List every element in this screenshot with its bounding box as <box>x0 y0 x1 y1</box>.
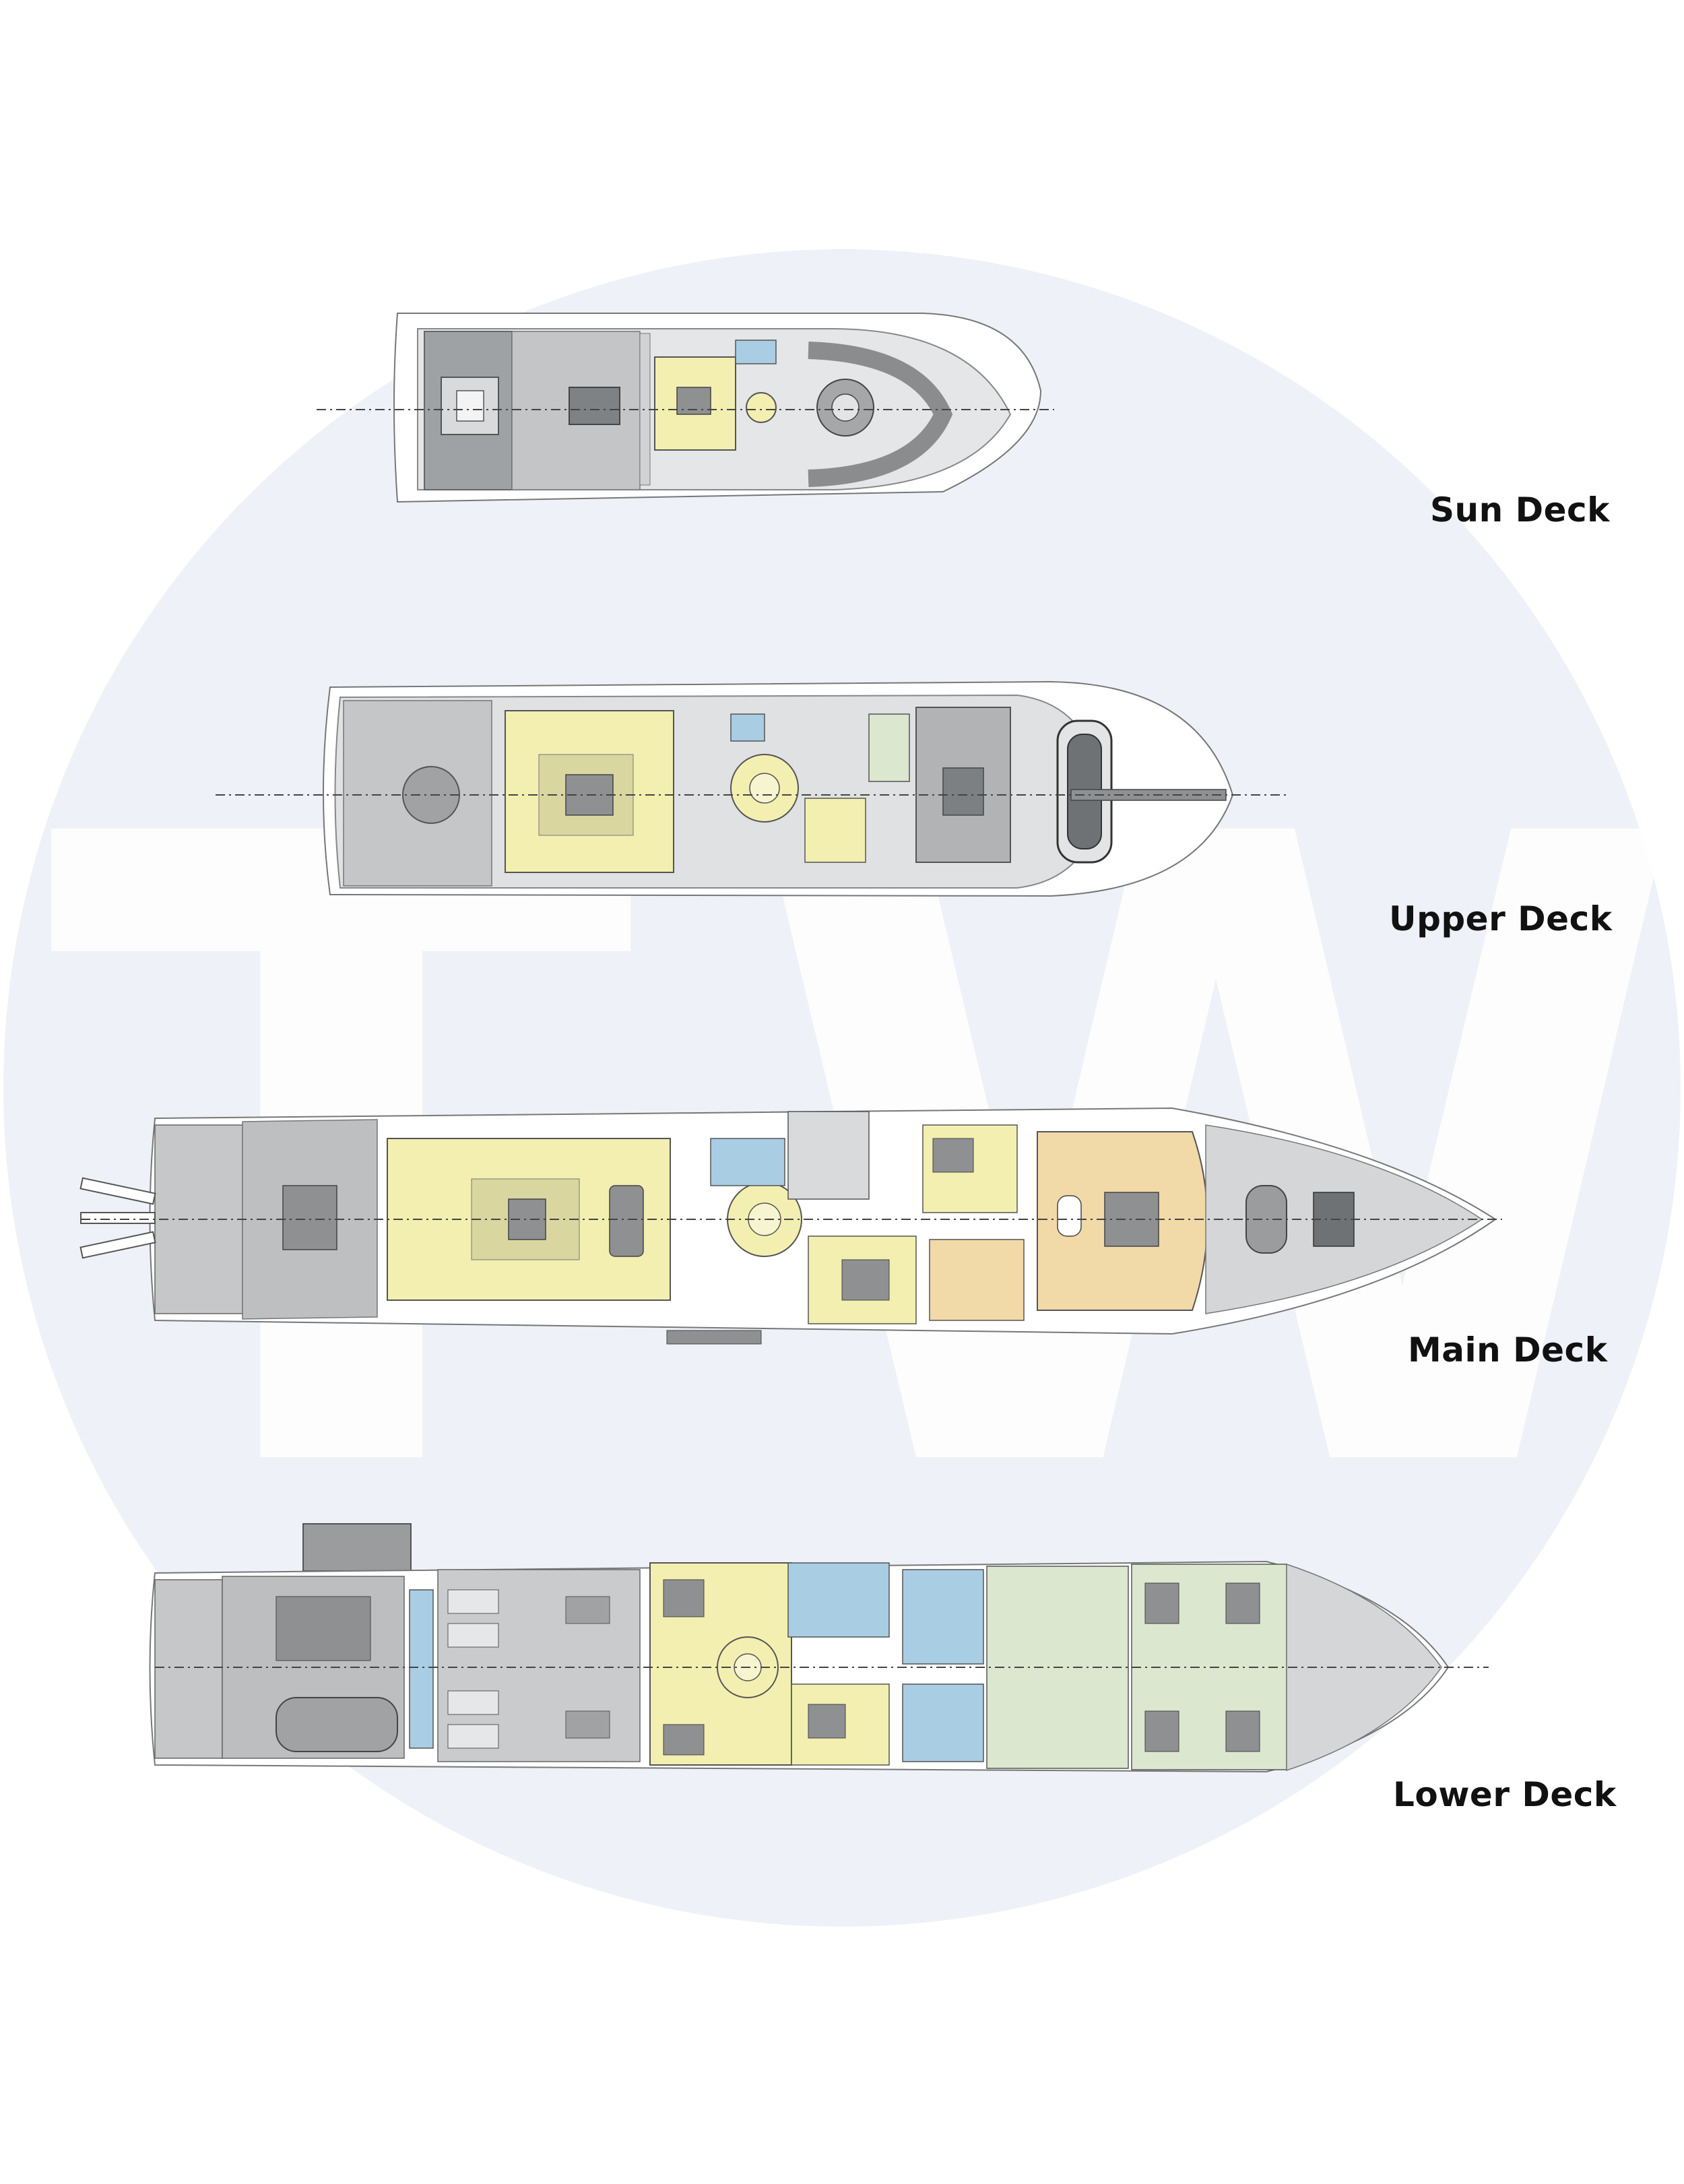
upper-deck-plan <box>216 680 1287 897</box>
main-deck-passerelle <box>666 1330 762 1345</box>
lower-deck-swim-platform <box>154 1579 223 1759</box>
upper-deck-label: Upper Deck <box>1389 899 1613 938</box>
sun-deck-forward-seating <box>808 342 953 487</box>
main-deck-stern-rails <box>79 1177 156 1259</box>
lower-deck-plan <box>149 1523 1489 1773</box>
lower-deck-laundry <box>902 1569 984 1665</box>
sun-deck-service <box>735 340 777 364</box>
sun-deck-label: Sun Deck <box>1430 490 1610 529</box>
lower-deck-shell-door <box>302 1523 412 1572</box>
lower-deck-tender-garage <box>276 1697 398 1752</box>
main-deck-study <box>929 1239 1025 1321</box>
sun-deck-dining-table <box>569 387 620 425</box>
lower-deck-stores <box>902 1683 984 1762</box>
upper-deck-service <box>868 713 910 782</box>
main-deck-label: Main Deck <box>1408 1330 1608 1370</box>
main-deck-office <box>787 1111 870 1200</box>
lower-deck-label: Lower Deck <box>1393 1775 1617 1814</box>
main-deck-bathtub <box>1057 1195 1082 1237</box>
main-deck-plan <box>79 1107 1502 1345</box>
lower-deck-crew-mess <box>787 1562 890 1638</box>
main-deck-galley <box>710 1138 785 1186</box>
lower-deck-forepeak <box>1286 1563 1442 1772</box>
upper-deck-cabin <box>804 798 866 863</box>
main-deck-dining-table <box>609 1185 644 1257</box>
upper-deck-pantry <box>730 713 765 742</box>
sun-deck-lift <box>746 392 777 423</box>
background-circle <box>3 249 1681 1927</box>
sun-deck-plan <box>317 313 1054 503</box>
